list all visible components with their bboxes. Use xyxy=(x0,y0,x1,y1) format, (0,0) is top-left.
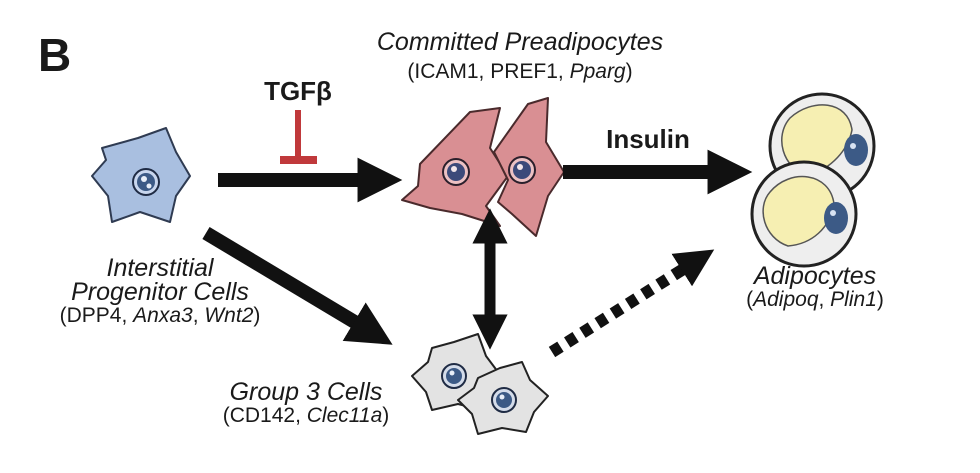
group3-cells xyxy=(411,333,549,435)
interstitial-title-line1: Interstitial xyxy=(106,254,214,282)
group3-to-adipocyte-dotted-arrow xyxy=(548,249,715,358)
interstitial-title-line2: Progenitor Cells xyxy=(71,278,249,306)
interstitial-markers: (DPP4, Anxa3, Wnt2) xyxy=(59,304,261,327)
committed-preadipocyte-cells xyxy=(401,97,565,237)
tgfb-label: TGFβ xyxy=(264,76,332,106)
progenitor-to-group3-arrow xyxy=(202,226,393,345)
panel-label: B xyxy=(38,29,72,81)
interstitial-progenitor-cell xyxy=(91,127,191,223)
adipocytes-markers: (Adipoq, Plin1) xyxy=(746,288,884,311)
group3-markers: (CD142, Clec11a) xyxy=(222,404,390,427)
adipocytes-title: Adipocytes xyxy=(753,262,877,290)
tgfb-inhibition-symbol xyxy=(280,110,317,164)
committed-markers: (ICAM1, PREF1, Pparg) xyxy=(407,60,633,83)
adipocyte-cells xyxy=(750,92,876,268)
group3-title: Group 3 Cells xyxy=(229,378,383,406)
committed-title: Committed Preadipocytes xyxy=(376,28,664,56)
insulin-label: Insulin xyxy=(606,124,690,154)
